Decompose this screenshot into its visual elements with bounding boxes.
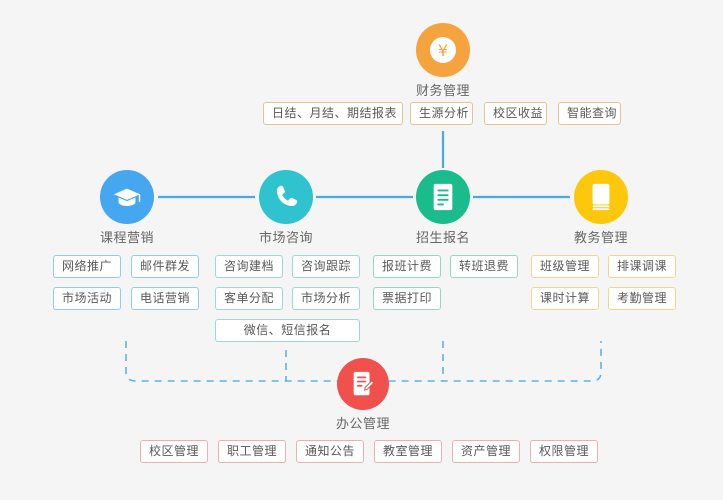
node-market-consult[interactable]: 市场咨询 — [226, 170, 346, 247]
node-finance[interactable]: ¥ 财务管理 — [383, 23, 503, 100]
svg-text:¥: ¥ — [438, 41, 448, 60]
graduation-cap-icon — [112, 182, 142, 212]
node-course-marketing[interactable]: 课程营销 — [67, 170, 187, 247]
tag-course-marketing-3[interactable]: 电话营销 — [131, 287, 199, 310]
node-label-finance: 财务管理 — [415, 84, 470, 99]
market-consult-circle — [259, 170, 313, 224]
enrollment-circle — [416, 170, 470, 224]
tag-finance-1[interactable]: 生源分析 — [410, 102, 473, 125]
tag-finance-0[interactable]: 日结、月结、期结报表 — [263, 102, 403, 125]
node-label-office: 办公管理 — [335, 417, 390, 432]
tag-academic-2[interactable]: 课时计算 — [531, 287, 599, 310]
tag-course-marketing-0[interactable]: 网络推广 — [53, 255, 121, 278]
phone-icon — [272, 183, 300, 211]
node-label-enrollment: 招生报名 — [415, 231, 470, 246]
tag-academic-0[interactable]: 班级管理 — [531, 255, 599, 278]
tag-market-consult-2[interactable]: 客单分配 — [215, 287, 283, 310]
tag-office-1[interactable]: 职工管理 — [218, 440, 286, 463]
course-marketing-circle — [100, 170, 154, 224]
tag-market-consult-1[interactable]: 咨询跟踪 — [292, 255, 360, 278]
office-circle — [337, 358, 389, 410]
tag-market-consult-3[interactable]: 市场分析 — [292, 287, 360, 310]
node-label-academic-affairs: 教务管理 — [573, 231, 628, 246]
node-office[interactable]: 办公管理 — [303, 358, 423, 433]
tag-enrollment-1[interactable]: 转班退费 — [450, 255, 518, 278]
tag-enrollment-2[interactable]: 票据打印 — [373, 287, 441, 310]
tag-finance-3[interactable]: 智能查询 — [558, 102, 621, 125]
tag-market-consult-4[interactable]: 微信、短信报名 — [215, 319, 360, 342]
tag-office-0[interactable]: 校区管理 — [140, 440, 208, 463]
document-edit-icon — [350, 370, 376, 398]
tag-office-4[interactable]: 资产管理 — [452, 440, 520, 463]
node-label-course-marketing: 课程营销 — [99, 231, 154, 246]
tag-office-5[interactable]: 权限管理 — [530, 440, 598, 463]
tag-market-consult-0[interactable]: 咨询建档 — [215, 255, 283, 278]
tag-academic-1[interactable]: 排课调课 — [608, 255, 676, 278]
tag-course-marketing-1[interactable]: 邮件群发 — [131, 255, 199, 278]
node-academic-affairs[interactable]: 教务管理 — [541, 170, 661, 247]
tag-enrollment-0[interactable]: 报班计费 — [373, 255, 441, 278]
book-icon — [589, 183, 613, 211]
finance-circle: ¥ — [416, 23, 470, 77]
tag-academic-3[interactable]: 考勤管理 — [608, 287, 676, 310]
tag-office-3[interactable]: 教室管理 — [374, 440, 442, 463]
tag-finance-2[interactable]: 校区收益 — [484, 102, 547, 125]
academic-affairs-circle — [574, 170, 628, 224]
node-enrollment[interactable]: 招生报名 — [383, 170, 503, 247]
yen-coin-icon: ¥ — [428, 35, 458, 65]
tag-office-2[interactable]: 通知公告 — [296, 440, 364, 463]
document-lines-icon — [430, 183, 456, 211]
node-label-market-consult: 市场咨询 — [258, 231, 313, 246]
tag-course-marketing-2[interactable]: 市场活动 — [53, 287, 121, 310]
